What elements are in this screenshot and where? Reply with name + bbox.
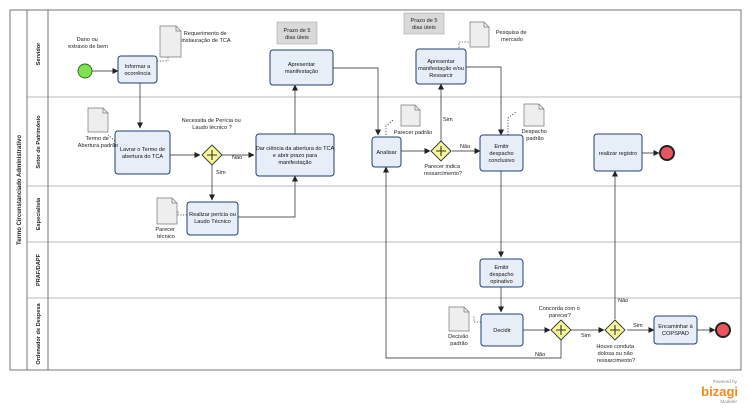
task-decidir[interactable]: Decidir [480,313,524,347]
document-icon-termo-abertura [87,107,109,133]
artifact-parecer-padrao-label: Parecer padrão [394,130,433,136]
flow-label-sim-dolosa: Sim [633,323,643,329]
lane-label-ordenador: Ordenador de Despesa [36,302,42,364]
svg-text:Analisar: Analisar [376,150,396,156]
document-icon-decisao-padrao [448,306,470,332]
artifact-parecer-tecnico-label: Parecer técnico [155,227,176,240]
flow-label-sim-concorda: Sim [581,333,591,339]
start-event[interactable] [77,63,93,79]
flow-label-sim-pericia: Sim [216,170,226,176]
document-icon-pesquisa-mercado [469,21,490,48]
flow-label-sim-ressarc: Sim [443,117,453,123]
lane-separators [27,96,741,299]
gateway-pericia[interactable] [201,144,223,166]
lane-label-praf-dapf: PRAF/DAPF [36,253,42,286]
pool-name: Termo Circunstanciado Administrativo [17,135,23,245]
document-icon-despacho-padrao [523,103,545,127]
flow-label-nao-dolosa: Não [618,298,628,304]
artifact-despacho-padrao-label: Despacho padrão [522,129,549,142]
gateway-concorda-label: Concorda com o parecer? [539,306,582,319]
lane-label-servidor: Servidor [36,42,42,66]
gateway-concorda[interactable] [550,319,572,341]
svg-text:bizagi: bizagi [701,384,738,399]
artifact-requerimento-label: Requerimento de instauração de TCA [181,31,231,44]
task-analisar[interactable]: Analisar [371,136,402,168]
lane-label-setor-patrimonio: Setor de Patrimônio [36,115,42,169]
document-icon-parecer-tecnico [156,197,178,225]
task-realizar-registro[interactable]: realizar registro [593,133,643,172]
artifact-decisao-padrao-label: Decisão padrão [448,334,470,347]
sequence-flows [92,66,716,359]
document-icon-requerimento [159,25,182,58]
lane-label-especialista: Especialista [36,197,42,230]
flow-label-nao-ressarc: Não [460,144,470,150]
bizagi-logo: Powered by bizagi Modeler [701,379,738,404]
svg-text:Decidir: Decidir [493,328,511,334]
svg-text:Modeler: Modeler [720,399,737,404]
gateway-dolosa-label: Houve conduta dolosa ou não ressarciment… [596,344,635,364]
gateway-dolosa[interactable] [604,319,626,341]
artifact-pesquisa-mercado-label: Pesquisa de mercado [496,30,528,43]
svg-text:realizar registro: realizar registro [599,151,638,157]
svg-text:Powered by: Powered by [713,379,738,384]
end-event-registro[interactable] [659,145,675,161]
gateway-ressarcimento[interactable] [430,140,452,162]
flow-label-nao-concorda: Não [535,352,545,358]
document-icon-parecer-padrao [400,104,421,127]
gateway-pericia-label: Necessita de Perícia ou Laudo técnico ? [182,118,243,131]
start-event-label: Dano ou extravio de bem [68,37,108,50]
end-event-copspad[interactable] [715,322,731,338]
flow-label-nao-pericia: Não [232,155,242,161]
gateway-ressarcimento-label: Parecer indica ressarcimento? [424,164,462,177]
artifact-termo-abertura-label: Termo de Abertura padrão [78,136,118,149]
